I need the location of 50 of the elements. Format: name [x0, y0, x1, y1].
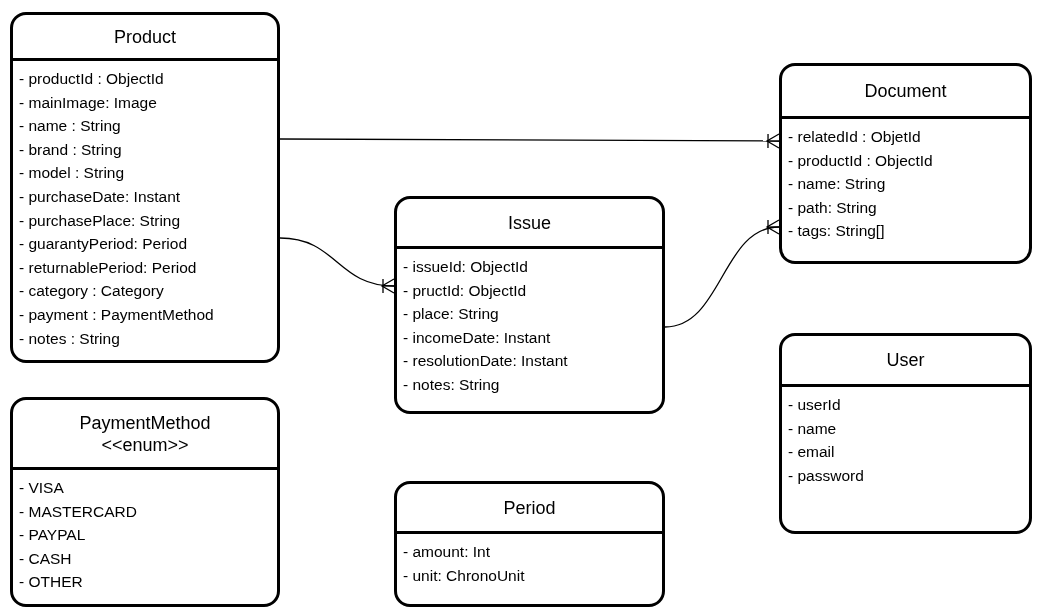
class-box	[779, 333, 1032, 534]
attribute-text: - brand : String	[19, 139, 122, 160]
class-name: Document	[864, 80, 947, 102]
attribute-text: - MASTERCARD	[19, 501, 137, 522]
attribute-text: - relatedId : ObjetId	[788, 127, 921, 147]
attribute-text: - path: String	[788, 197, 877, 218]
attribute-text: - name	[788, 418, 837, 439]
attribute-text: - guarantyPeriod: Period	[19, 234, 187, 255]
attribute-text: - productId : ObjectId	[19, 69, 164, 89]
relationship-line	[664, 219, 781, 328]
attribute-text: - CASH	[19, 548, 72, 569]
attribute-text: - OTHER	[19, 572, 83, 593]
stereotype-text: <<enum>>	[101, 433, 189, 456]
attribute-text: - pructId: ObjectId	[403, 280, 527, 301]
attribute-text: - payment : PaymentMethod	[19, 304, 214, 325]
relationship-line	[279, 133, 780, 149]
class-name: Issue	[508, 211, 551, 234]
attribute-text: - purchaseDate: Instant	[19, 186, 181, 207]
attribute-text: - notes: String	[403, 374, 500, 395]
class-box	[394, 196, 665, 414]
attribute-text: - name: String	[788, 174, 886, 195]
attribute-text: - productId : ObjectId	[788, 150, 933, 171]
attribute-text: - tags: String[]	[788, 221, 885, 242]
attribute-text: - userId	[788, 395, 841, 415]
class-name: PaymentMethod	[79, 411, 211, 434]
attribute-text: - unit: ChronoUnit	[403, 565, 525, 586]
attribute-text: - purchasePlace: String	[19, 210, 181, 231]
relationship-line	[279, 237, 396, 294]
class-box	[779, 63, 1032, 264]
attribute-text: - place: String	[403, 304, 499, 325]
attribute-text: - mainImage: Image	[19, 92, 157, 113]
attribute-text: - VISA	[19, 478, 64, 498]
attribute-text: - category : Category	[19, 281, 164, 302]
attribute-text: - incomeDate: Instant	[403, 327, 551, 348]
attribute-text: - notes : String	[19, 328, 120, 349]
attribute-text: - password	[788, 465, 864, 486]
attribute-text: - issueId: ObjectId	[403, 257, 528, 277]
class-box	[394, 481, 665, 607]
attribute-text: - resolutionDate: Instant	[403, 351, 568, 372]
class-name: User	[886, 349, 925, 371]
attribute-text: - email	[788, 442, 835, 463]
attribute-text: - PAYPAL	[19, 525, 86, 546]
class-box	[10, 397, 280, 607]
class-name: Period	[503, 496, 556, 519]
class-box	[10, 12, 280, 363]
attribute-text: - model : String	[19, 163, 125, 184]
attribute-text: - name : String	[19, 116, 121, 137]
attribute-text: - amount: Int	[403, 542, 490, 562]
attribute-text: - returnablePeriod: Period	[19, 257, 197, 278]
class-name: Product	[113, 25, 176, 48]
